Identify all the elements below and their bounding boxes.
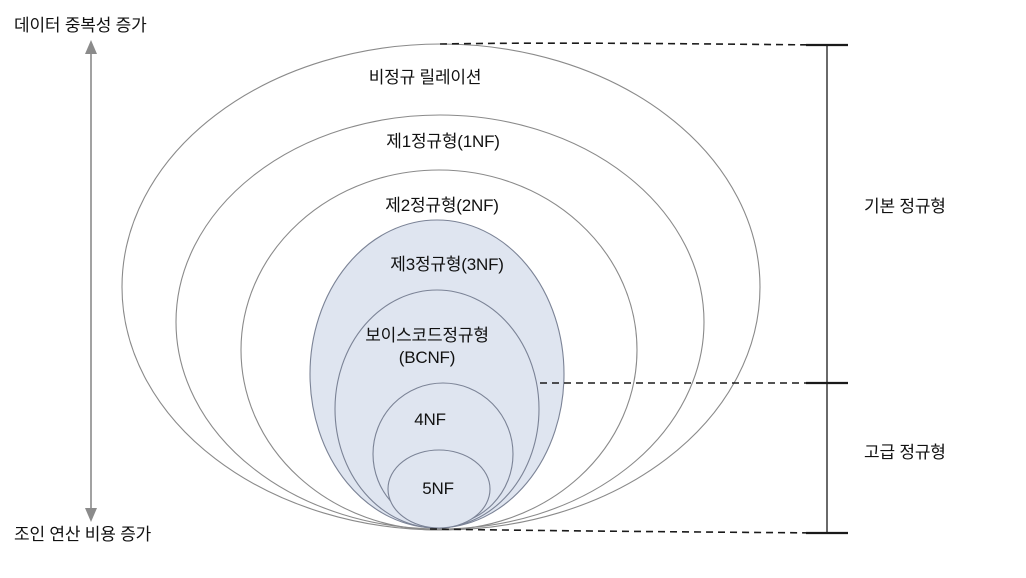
normal-form-bracket xyxy=(806,43,848,535)
ring-label-4nf: 4NF xyxy=(414,410,446,429)
axis-label-bottom: 조인 연산 비용 증가 xyxy=(14,525,152,544)
ring-label-1nf: 제1정규형(1NF) xyxy=(386,132,500,151)
bracket-label-basic: 기본 정규형 xyxy=(864,197,946,216)
leader-line-top xyxy=(439,42,827,46)
ring-label-3nf: 제3정규형(3NF) xyxy=(390,255,504,274)
redundancy-axis xyxy=(85,40,97,522)
bracket-leader-lines xyxy=(429,42,827,534)
ring-shape-1nf xyxy=(175,114,705,530)
ring-label-5nf: 5NF xyxy=(422,479,454,498)
ring-shape-5nf xyxy=(387,449,491,529)
ring-shape-2nf xyxy=(240,169,638,531)
ring-shapes xyxy=(121,43,761,531)
ring-label-2nf: 제2정규형(2NF) xyxy=(385,196,499,215)
bracket-label-advanced: 고급 정규형 xyxy=(864,443,946,462)
leader-line-bottom xyxy=(429,528,827,534)
ring-label-bcnf-abbr: (BCNF) xyxy=(398,348,456,367)
axis-label-top: 데이터 중복성 증가 xyxy=(14,16,147,35)
ring-label-bcnf: 보이스코드정규형 xyxy=(365,326,489,345)
ring-label-unnormalized: 비정규 릴레이션 xyxy=(368,68,482,87)
